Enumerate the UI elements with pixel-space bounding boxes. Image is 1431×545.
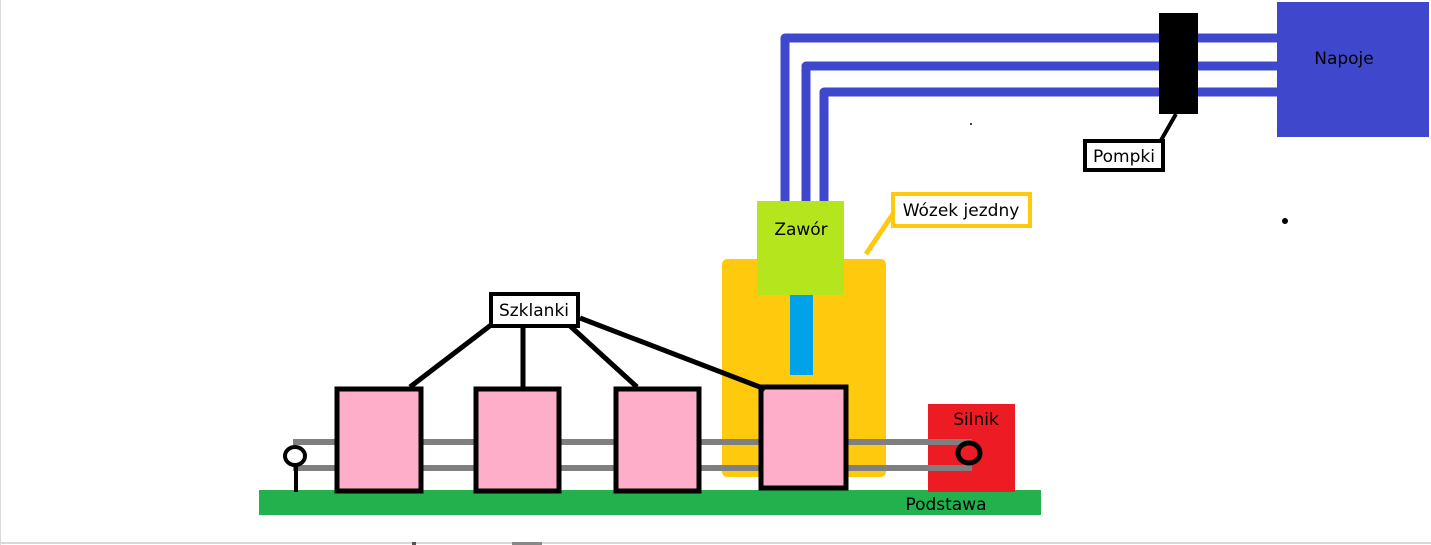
stray-mark (412, 542, 416, 545)
pump-block (1159, 13, 1198, 114)
glasses-label: Szklanki (499, 301, 569, 321)
stray-dot-small (970, 123, 972, 125)
base (259, 490, 1041, 515)
valve-label: Zawór (774, 220, 827, 240)
motor (928, 404, 1015, 492)
glass-1 (334, 386, 424, 494)
glass-4 (758, 384, 849, 491)
callout-line-4 (579, 315, 766, 392)
left-pulley (283, 445, 307, 467)
stray-dot (1282, 218, 1288, 224)
drinks-tank (1277, 2, 1429, 137)
valve (757, 201, 844, 295)
drinks-label: Napoje (1314, 49, 1374, 69)
glasses-label-box (489, 292, 580, 328)
pipe-2 (801, 61, 1282, 210)
pipes (780, 33, 1282, 210)
carriage-label-box (891, 192, 1032, 228)
pipe-3 (819, 87, 1282, 210)
carriage-pointer (863, 212, 896, 256)
glass-3 (613, 386, 702, 494)
motor-pulley (955, 440, 983, 466)
pump-label: Pompki (1093, 147, 1155, 167)
base-label: Podstawa (905, 495, 986, 515)
glasses-callout-lines (408, 315, 766, 392)
nozzle (790, 295, 813, 375)
glass-2 (473, 386, 562, 494)
carriage-label: Wózek jezdny (903, 201, 1020, 221)
callout-line-1 (408, 323, 493, 389)
pipe-1 (780, 33, 1282, 210)
callout-line-3 (567, 323, 639, 389)
motor-label: Silnik (953, 410, 999, 430)
pump-pointer (1158, 113, 1178, 143)
pump-label-box (1083, 139, 1165, 172)
stray-mark (512, 542, 542, 545)
glasses (334, 384, 849, 494)
